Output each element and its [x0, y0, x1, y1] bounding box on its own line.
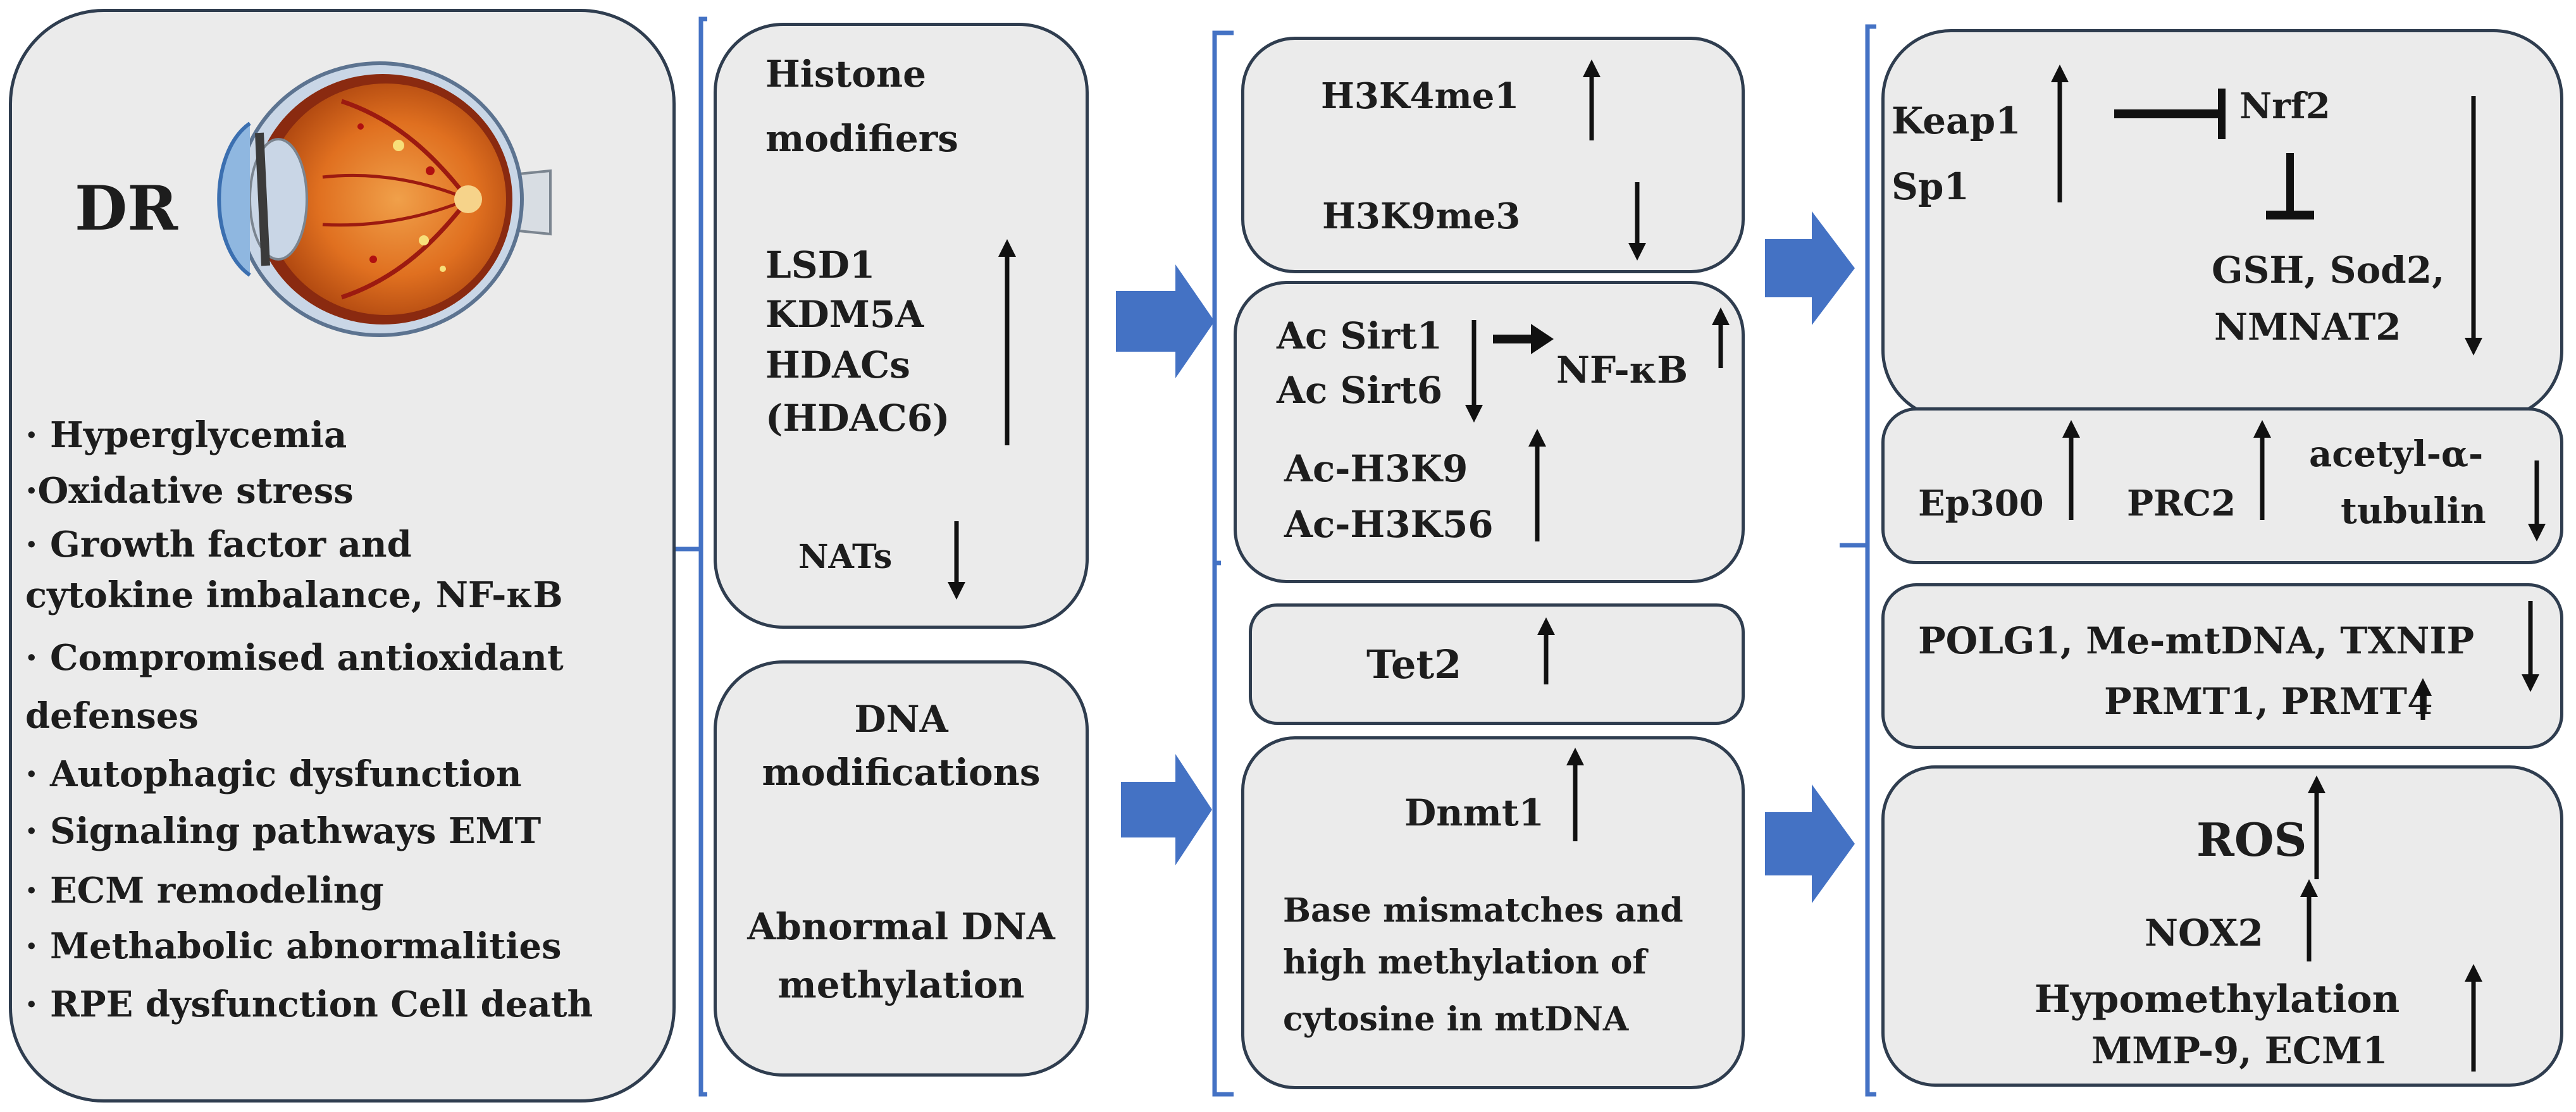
mmp9-label: MMP-9, ECM1 — [2091, 1029, 2388, 1072]
ep300-label: Ep300 — [1918, 483, 2044, 524]
bracket-1 — [676, 16, 707, 1097]
polg1-label: POLG1, Me-mtDNA, TXNIP — [1918, 619, 2475, 662]
ac-sirt6-label: Ac Sirt6 — [1277, 369, 1443, 412]
prc2-label: PRC2 — [2127, 483, 2236, 524]
ac-h3k9-label: Ac-H3K9 — [1284, 447, 1468, 490]
dr-label: DR — [75, 173, 178, 244]
nf-kb-label: NF-κB — [1556, 349, 1688, 392]
acetyl-alpha-label: acetyl-α- — [2309, 433, 2484, 475]
block-arrow-4 — [1765, 784, 1855, 903]
dna-line-4: methylation — [777, 963, 1025, 1006]
tubulin-label: tubulin — [2341, 490, 2486, 532]
h3k9me3-label: H3K9me3 — [1322, 195, 1521, 237]
dr-bullet-1: · Hyperglycemia — [25, 414, 347, 456]
dr-bullet-11: · RPE dysfunction Cell death — [25, 984, 593, 1025]
histone-item-hdac6: (HDAC6) — [765, 397, 950, 440]
hypomethylation-label: Hypomethylation — [2034, 977, 2400, 1022]
bracket-3 — [1840, 24, 1876, 1097]
dna-line-1: DNA — [854, 698, 948, 741]
ac-h3k56-label: Ac-H3K56 — [1284, 503, 1494, 546]
gsh-sod2-label: GSH, Sod2, — [2212, 249, 2445, 292]
prmt-label: PRMT1, PRMT4 — [2104, 680, 2433, 723]
ac-sirt1-label: Ac Sirt1 — [1277, 314, 1443, 357]
histone-title-2: modifiers — [765, 117, 958, 160]
block-arrow-2 — [1121, 754, 1212, 865]
polg1-box — [1881, 583, 2563, 749]
histone-item-kdm5a: KDM5A — [765, 293, 924, 336]
dnmt1-label: Dnmt1 — [1404, 791, 1544, 834]
nrf2-label: Nrf2 — [2239, 85, 2331, 127]
sirt-box — [1234, 281, 1745, 583]
tet2-box — [1249, 603, 1745, 725]
dna-line-3: Abnormal DNA — [747, 905, 1055, 948]
histone-title-1: Histone — [765, 53, 927, 96]
dnmt1-desc-1: Base mismatches and — [1283, 891, 1683, 930]
histone-item-hdacs: HDACs — [765, 343, 910, 386]
block-arrow-1 — [1116, 264, 1215, 378]
block-arrow-3 — [1765, 211, 1855, 325]
dr-bullet-10: · Methabolic abnormalities — [25, 925, 562, 967]
ep300-box — [1881, 407, 2563, 564]
dr-bullet-8: · Signaling pathways EMT — [25, 810, 542, 852]
histone-item-lsd1: LSD1 — [765, 244, 876, 287]
dna-line-2: modifications — [762, 751, 1041, 794]
eye-icon — [217, 61, 552, 337]
sp1-label: Sp1 — [1892, 165, 1969, 208]
histone-modifiers-box — [714, 23, 1089, 629]
dr-bullet-6: defenses — [25, 695, 199, 737]
ros-box — [1881, 765, 2563, 1087]
dr-bullet-3: · Growth factor and — [25, 524, 412, 565]
dnmt1-desc-3: cytosine in mtDNA — [1283, 1000, 1629, 1039]
dna-modifications-box — [714, 660, 1089, 1077]
h3k4me1-box — [1241, 37, 1745, 273]
h3k4me1-label: H3K4me1 — [1321, 75, 1520, 117]
tet2-label: Tet2 — [1366, 641, 1462, 688]
dr-bullet-4: cytokine imbalance, NF-κB — [25, 574, 563, 616]
nmnat2-label: NMNAT2 — [2214, 306, 2401, 349]
dr-bullet-7: · Autophagic dysfunction — [25, 753, 522, 795]
nox2-label: NOX2 — [2145, 911, 2263, 954]
dr-bullet-9: · ECM remodeling — [25, 870, 384, 911]
dnmt1-desc-2: high methylation of — [1283, 943, 1647, 982]
dr-bullet-5: · Compromised antioxidant — [25, 637, 564, 679]
histone-nats: NATs — [798, 538, 893, 576]
ros-label: ROS — [2196, 813, 2307, 867]
keap1-label: Keap1 — [1892, 99, 2021, 142]
dr-bullet-2: ·Oxidative stress — [25, 470, 354, 512]
dnmt1-box — [1241, 736, 1745, 1089]
bracket-2 — [1212, 30, 1234, 1097]
